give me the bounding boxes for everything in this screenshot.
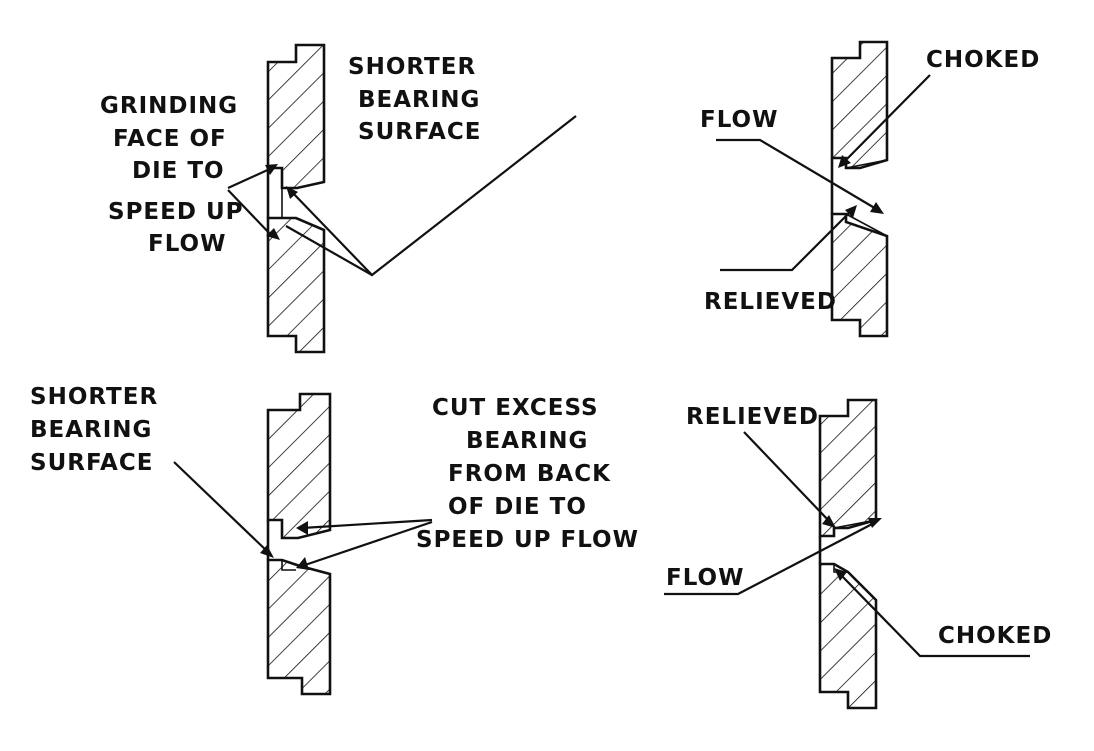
label-cut-4: OF DIE TO [448,494,587,520]
label-flow: FLOW [666,565,744,591]
label-shorter-2: BEARING [358,87,480,113]
label-shorter-3: SURFACE [358,119,481,145]
die-section-lower [818,562,878,710]
die-section-lower [266,216,326,354]
panel-cut-excess-bearing: SHORTER BEARING SURFACE CUT EXCESS BEARI… [30,384,639,696]
arrow-grinding-2 [266,228,280,240]
label-relieved: RELIEVED [704,289,837,315]
label-shorter-1: SHORTER [348,54,476,80]
die-section-upper [830,40,889,170]
label-cut-5: SPEED UP FLOW [416,527,639,553]
arrow-flow [868,518,882,528]
leader-shorter-bearing [173,461,269,553]
panel-choked-relieved-1: CHOKED FLOW RELIEVED [700,40,1040,338]
die-section-lower [266,558,332,696]
die-section-upper [818,398,878,538]
label-grinding-4: SPEED UP [108,199,243,225]
arrow-grinding-1 [265,164,278,175]
relief-pocket [281,520,296,571]
label-choked: CHOKED [926,47,1040,73]
label-cut-1: CUT EXCESS [432,395,599,421]
arrow-shorter-1 [286,186,298,199]
label-flow: FLOW [700,107,778,133]
label-grinding-2: FACE OF [113,126,227,152]
die-section-upper [266,43,326,190]
leader-choked [839,573,1030,658]
arrow-relieved [845,205,857,218]
label-grinding-1: GRINDING [100,93,238,119]
leader-relieved [720,209,853,272]
label-shorter-2: BEARING [30,417,152,443]
arrow-choked [834,568,847,581]
label-cut-3: FROM BACK [448,461,611,487]
leader-flow [716,138,879,211]
arrow-shorter [260,545,274,558]
leader-grinding-2 [227,189,273,237]
leader-choked [843,74,931,163]
leader-cut-2 [301,520,433,568]
label-grinding-3: DIE TO [132,158,225,184]
die-section-upper [266,392,332,540]
label-grinding-5: FLOW [148,231,226,257]
arrow-cut-2 [296,557,309,570]
leader-shorter-bearing-2 [285,225,373,276]
label-shorter-3: SURFACE [30,450,153,476]
panel-grinding-face: GRINDING FACE OF DIE TO SPEED UP FLOW SH… [100,43,577,354]
arrow-cut-1 [296,521,308,535]
arrow-choked [838,155,851,168]
leader-grinding-1 [227,166,273,190]
arrow-relieved [822,515,836,528]
leader-flow [664,521,877,596]
leader-relieved [743,431,831,523]
label-relieved: RELIEVED [686,404,819,430]
label-choked: CHOKED [938,623,1052,649]
label-cut-2: BEARING [466,428,588,454]
arrow-flow [870,202,884,214]
leader-cut-1 [301,518,433,530]
panel-choked-relieved-2: RELIEVED FLOW CHOKED [664,398,1052,710]
label-shorter-1: SHORTER [30,384,158,410]
